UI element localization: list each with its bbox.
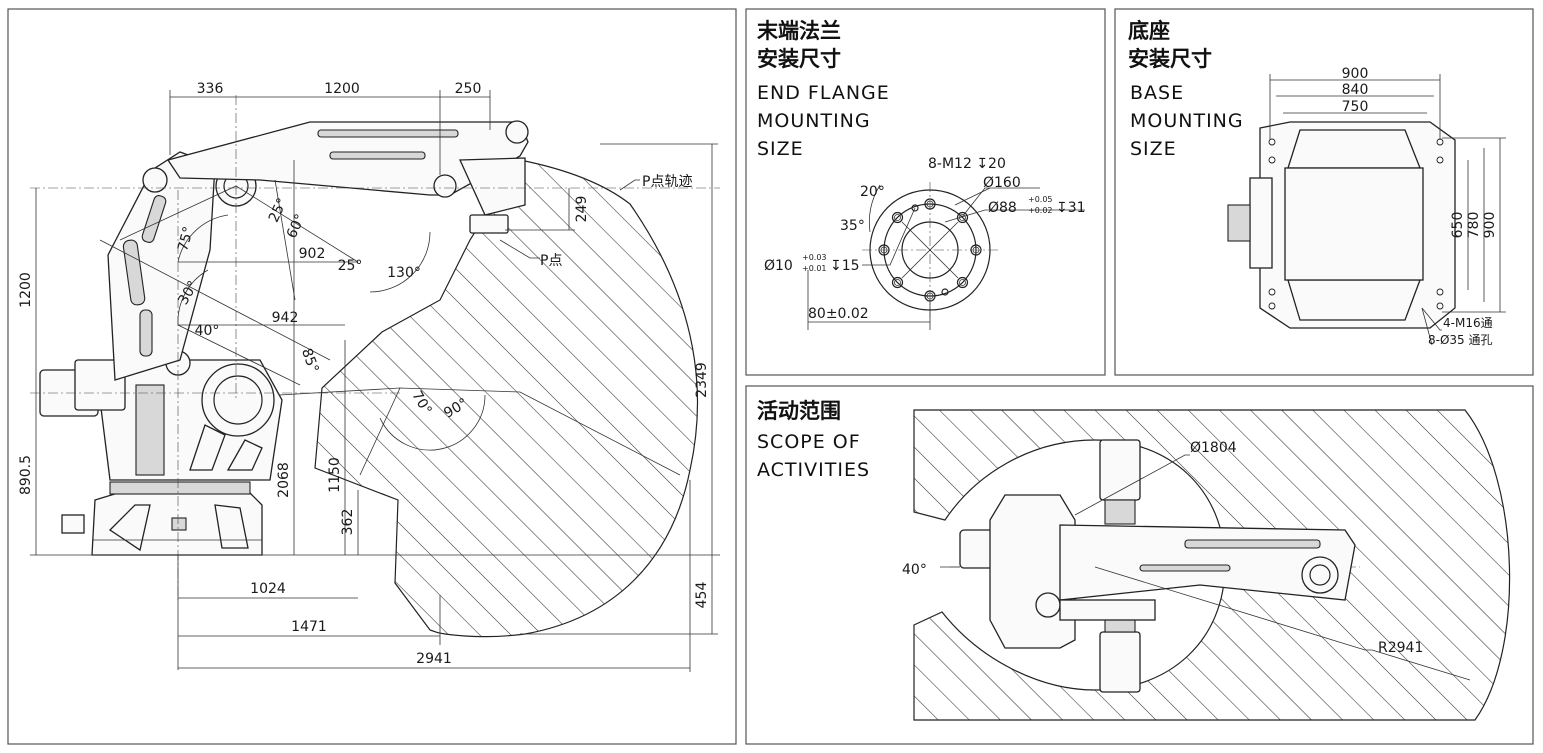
- base-title-cn-2: 安装尺寸: [1128, 47, 1212, 71]
- base-width-900: 900: [1342, 66, 1369, 82]
- flange-dia88: Ø88: [988, 200, 1017, 216]
- flange-position-80: 80±0.02: [808, 306, 869, 322]
- flange-dia10: Ø10: [764, 258, 793, 274]
- scope-title-en-1: SCOPE OF: [757, 431, 861, 453]
- angle-85: 85°: [298, 346, 322, 375]
- base-height-650: 650: [1450, 212, 1466, 239]
- flange-dia160: Ø160: [983, 175, 1021, 191]
- end-flange-drawing: [807, 182, 1085, 330]
- end-flange-panel: [745, 8, 1106, 376]
- base-title-cn-1: 底座: [1128, 19, 1170, 43]
- side-view-drawing: 336 1200 250 249 902 942 1200 890.5 2068…: [18, 81, 720, 672]
- dim-902: 902: [299, 246, 326, 262]
- robot-upper-arm: [166, 120, 529, 234]
- scope-title-cn: 活动范围: [757, 399, 841, 423]
- end-flange-title-cn-2: 安装尺寸: [757, 47, 841, 71]
- flange-dia10-tol-dn: +0.01: [802, 264, 827, 273]
- angle-130: 130°: [387, 265, 421, 281]
- base-title-en-3: SIZE: [1130, 138, 1177, 160]
- end-flange-title-en-2: MOUNTING: [757, 110, 871, 132]
- flange-dia88-tol-dn: +0.02: [1028, 206, 1053, 215]
- scope-angle-40: 40°: [902, 562, 927, 578]
- dim-250: 250: [455, 81, 482, 97]
- flange-dia10-tol-up: +0.03: [802, 253, 827, 262]
- end-flange-title-en-3: SIZE: [757, 138, 804, 160]
- base-width-750: 750: [1342, 99, 1369, 115]
- scope-r2941: R2941: [1378, 640, 1423, 656]
- scope-drawing: [913, 409, 1511, 721]
- dimension-lines: [35, 90, 718, 669]
- dim-454: 454: [694, 582, 710, 609]
- base-holes-35: 8-Ø35 通孔: [1428, 333, 1493, 347]
- flange-angle-35: 35°: [840, 218, 865, 234]
- dim-249: 249: [574, 196, 590, 223]
- flange-angle-20: 20°: [860, 184, 885, 200]
- p-point-workspace: [314, 159, 699, 638]
- scope-workspace: [913, 409, 1511, 721]
- base-title-en-1: BASE: [1130, 82, 1184, 104]
- angle-25-lower: 25°: [338, 258, 363, 274]
- scope-title-en-2: ACTIVITIES: [757, 459, 870, 481]
- base-drawing: [1227, 74, 1506, 346]
- base-holes-m16: 4-M16通: [1443, 316, 1493, 330]
- dim-1200-left: 1200: [18, 272, 34, 308]
- dim-1150: 1150: [327, 457, 343, 493]
- base-width-840: 840: [1342, 82, 1369, 98]
- flange-dia10-depth: ↧15: [830, 258, 860, 274]
- dim-336: 336: [197, 81, 224, 97]
- end-flange-title-en-1: END FLANGE: [757, 82, 890, 104]
- dim-890-5: 890.5: [18, 455, 34, 495]
- dim-1471: 1471: [291, 619, 327, 635]
- construction-lines: [30, 95, 720, 672]
- flange-dia88-tol-up: +0.05: [1028, 195, 1053, 204]
- dim-2068: 2068: [276, 462, 292, 498]
- flange-dia88-depth: ↧31: [1056, 200, 1086, 216]
- p-point-path-label: P点轨迹: [642, 174, 692, 190]
- dim-2941: 2941: [416, 651, 452, 667]
- end-flange-title-cn-1: 末端法兰: [757, 19, 841, 43]
- p-point-label: P点: [540, 253, 562, 269]
- dim-1200-top: 1200: [324, 81, 360, 97]
- flange-holes-callout: 8-M12 ↧20: [928, 156, 1006, 172]
- scope-dia1804: Ø1804: [1190, 440, 1237, 456]
- dim-942: 942: [272, 310, 299, 326]
- dim-1024: 1024: [250, 581, 286, 597]
- base-height-780: 780: [1466, 212, 1482, 239]
- base-title-en-2: MOUNTING: [1130, 110, 1244, 132]
- angle-75: 75°: [175, 225, 197, 253]
- angle-40: 40°: [195, 323, 220, 339]
- base-height-900: 900: [1482, 212, 1498, 239]
- dim-362: 362: [340, 509, 356, 536]
- dim-2349: 2349: [694, 362, 710, 398]
